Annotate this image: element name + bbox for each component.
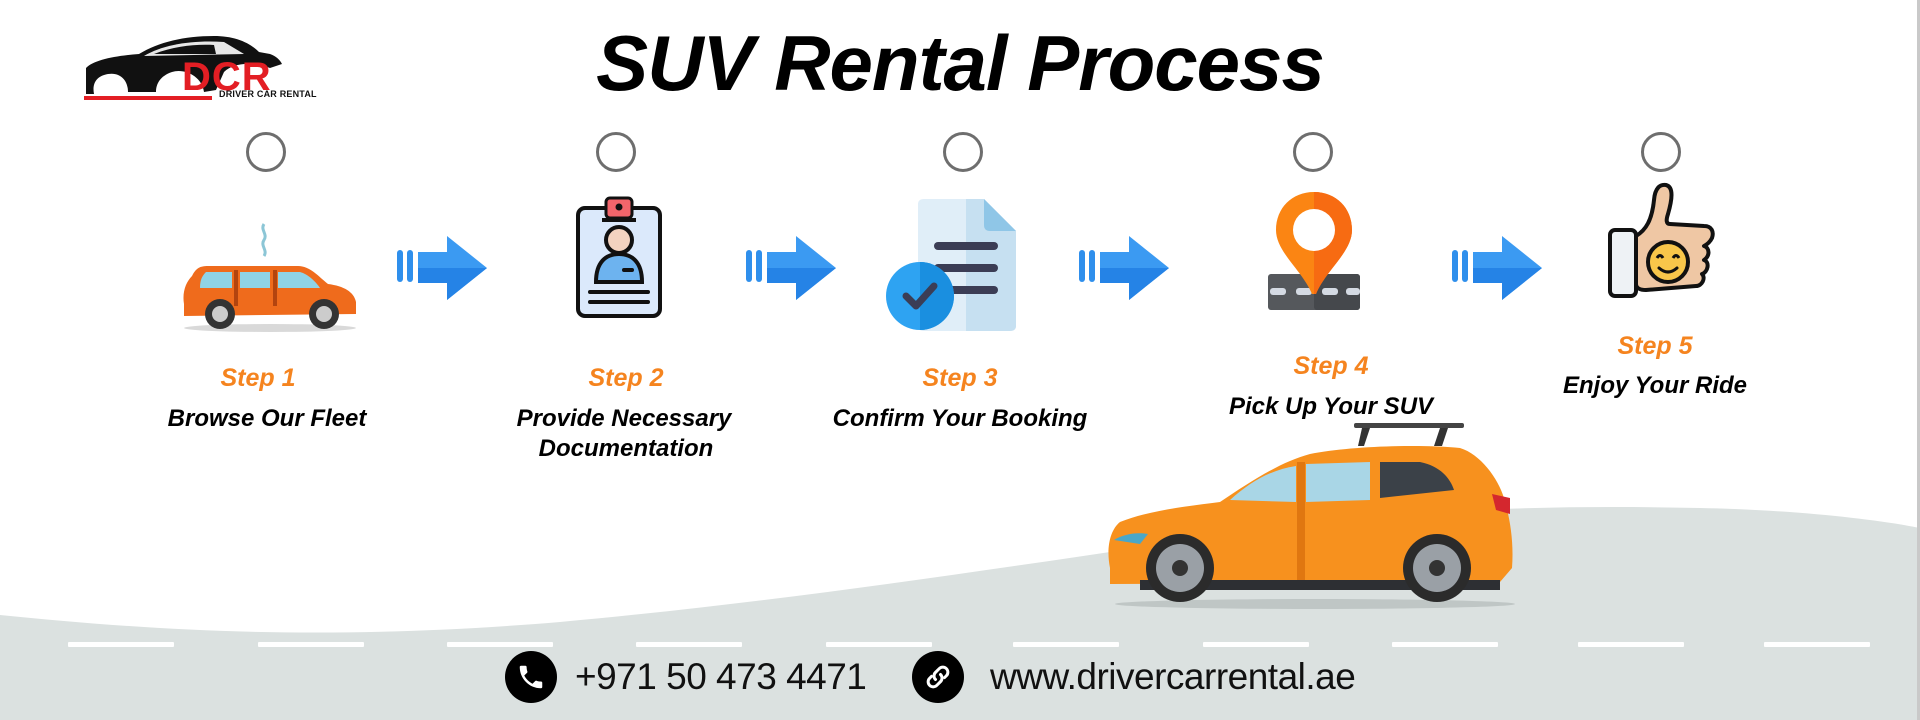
document-check-icon [886,199,1016,331]
step-2-marker [596,132,636,172]
arrow-right-icon [397,236,487,300]
website-link[interactable]: www.drivercarrental.ae [990,656,1356,697]
step-4-marker [1293,132,1333,172]
orange-suv-image [1108,423,1515,609]
step-3-label: Step 3 [922,364,998,392]
logo-subtitle: DRIVER CAR RENTAL [219,89,317,99]
dcr-logo: DCR DRIVER CAR RENTAL [84,32,317,104]
phone-contact[interactable]: +971 50 473 4471 [505,651,867,703]
step-3-title: Confirm Your Booking [832,405,1088,432]
step-2-label: Step 2 [588,364,664,392]
arrow-right-icon [1079,236,1169,300]
step-2-title-line-2: Documentation [538,435,714,462]
arrow-right-icon [746,236,836,300]
website-contact[interactable]: www.drivercarrental.ae [912,651,1356,703]
arrow-right-icon [1452,236,1542,300]
step-5-marker [1641,132,1681,172]
id-badge-icon [576,196,662,318]
step-2-title-line-1: Provide Necessary [516,405,732,432]
right-border [1917,0,1920,720]
thumbs-up-smile-icon [1608,182,1715,298]
step-5-label: Step 5 [1617,332,1693,360]
svg-text:DCR: DCR [182,55,272,99]
map-pin-road-icon [1268,192,1360,310]
step-1-label: Step 1 [220,364,296,392]
car-silhouette-icon: DCR [84,36,282,100]
phone-icon [505,651,557,703]
step-3-marker [943,132,983,172]
page-title: SUV Rental Process [596,19,1325,107]
step-1-title: Browse Our Fleet [167,405,367,432]
step-1-marker [246,132,286,172]
step-5-title: Enjoy Your Ride [1562,372,1748,399]
step-4-label: Step 4 [1293,352,1369,380]
hatchback-car-icon [183,223,356,332]
step-4-title: Pick Up Your SUV [1228,393,1434,420]
link-icon [912,651,964,703]
phone-number[interactable]: +971 50 473 4471 [575,656,867,697]
